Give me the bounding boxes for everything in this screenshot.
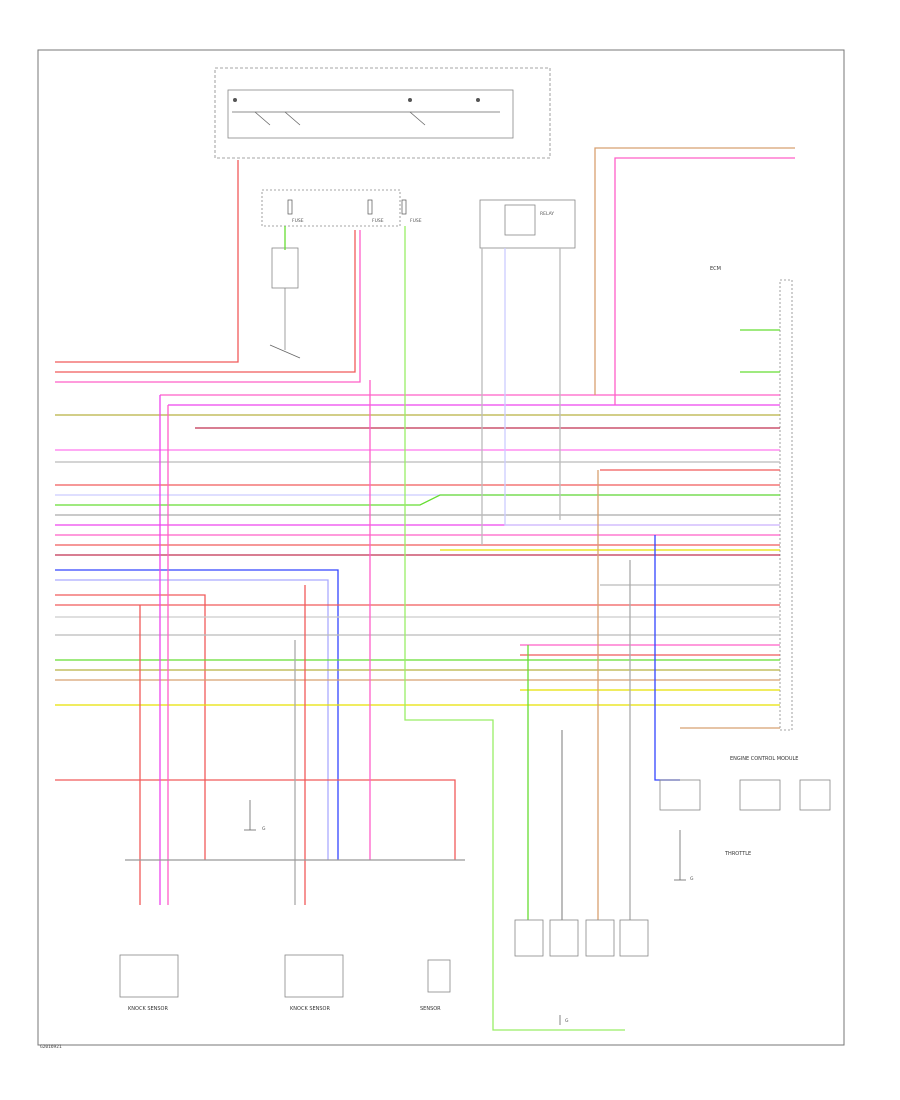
ground-label-b: G — [690, 876, 694, 882]
wire-harness — [55, 147, 795, 1031]
wire-red-7 — [55, 779, 456, 860]
fuse-label-c: FUSE — [410, 218, 422, 224]
fuse-block: FUSE FUSE FUSE — [261, 189, 422, 227]
page-id: G2016921 — [40, 1044, 62, 1050]
wire-pink-top — [614, 157, 795, 405]
ground-label-a: G — [262, 826, 266, 832]
wire-blue-v5 — [654, 535, 680, 781]
ecm-connector — [779, 279, 793, 731]
wire-red-2 — [55, 230, 356, 373]
fuse-label-b: FUSE — [372, 218, 384, 224]
injector-row — [514, 919, 649, 957]
engine-control-label: ENGINE CONTROL MODULE — [730, 756, 798, 762]
wire-tan-top — [594, 147, 795, 395]
wire-lavender-2 — [55, 579, 329, 860]
wire-pink-1 — [55, 230, 361, 383]
wire-blue-1 — [55, 569, 339, 860]
knock-sensor-front: KNOCK SENSOR — [119, 954, 179, 1012]
wire-green-1 — [55, 494, 780, 506]
fuse-label-a: FUSE — [292, 218, 304, 224]
ground-symbols: G G G — [244, 800, 694, 1025]
upper-sensor — [269, 247, 301, 359]
relay-box: RELAY — [479, 199, 576, 249]
right-lower-module: ENGINE CONTROL MODULE THROTTLE — [659, 756, 831, 857]
throttle-label: THROTTLE — [724, 851, 751, 857]
mid-sensor-label: SENSOR — [420, 1006, 441, 1012]
wire-red-5 — [55, 594, 206, 860]
power-distribution-box — [214, 67, 551, 159]
wire-lavender-v1 — [504, 248, 780, 526]
knock-sensor-rear-label: KNOCK SENSOR — [290, 1006, 330, 1012]
wire-green-v2 — [404, 226, 625, 1031]
mid-sensor: SENSOR — [420, 959, 451, 1012]
ecm-right-label: ECM — [710, 266, 721, 272]
ground-label-c: G — [565, 1018, 569, 1024]
wire-red-1 — [55, 160, 239, 363]
ecm-right-label-block: ECM — [710, 266, 721, 272]
relay-label: RELAY — [540, 211, 554, 217]
knock-sensor-rear: KNOCK SENSOR — [284, 954, 344, 1012]
diagram-frame — [37, 49, 845, 1046]
knock-sensor-front-label: KNOCK SENSOR — [128, 1006, 168, 1012]
